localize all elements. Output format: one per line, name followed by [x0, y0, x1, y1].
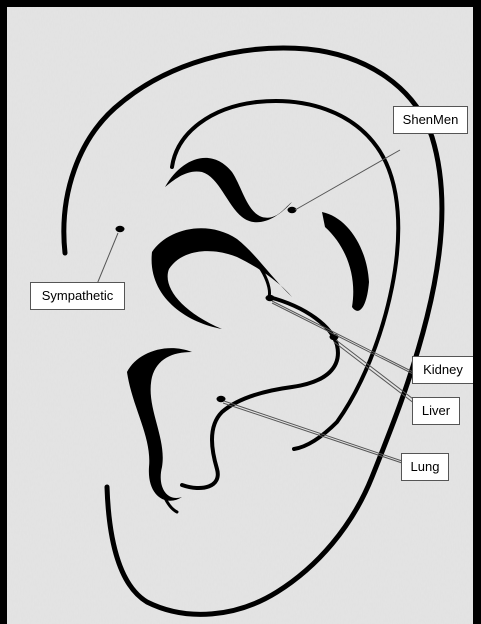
sympathetic-label: Sympathetic	[30, 282, 125, 310]
kidney-point[interactable]	[266, 295, 275, 301]
liver-label: Liver	[412, 397, 460, 425]
sympathetic-point[interactable]	[116, 226, 125, 232]
ear-drawing	[7, 7, 481, 624]
shenmen-label: ShenMen	[393, 106, 468, 134]
lung-label: Lung	[401, 453, 449, 481]
kidney-label: Kidney	[412, 356, 474, 384]
